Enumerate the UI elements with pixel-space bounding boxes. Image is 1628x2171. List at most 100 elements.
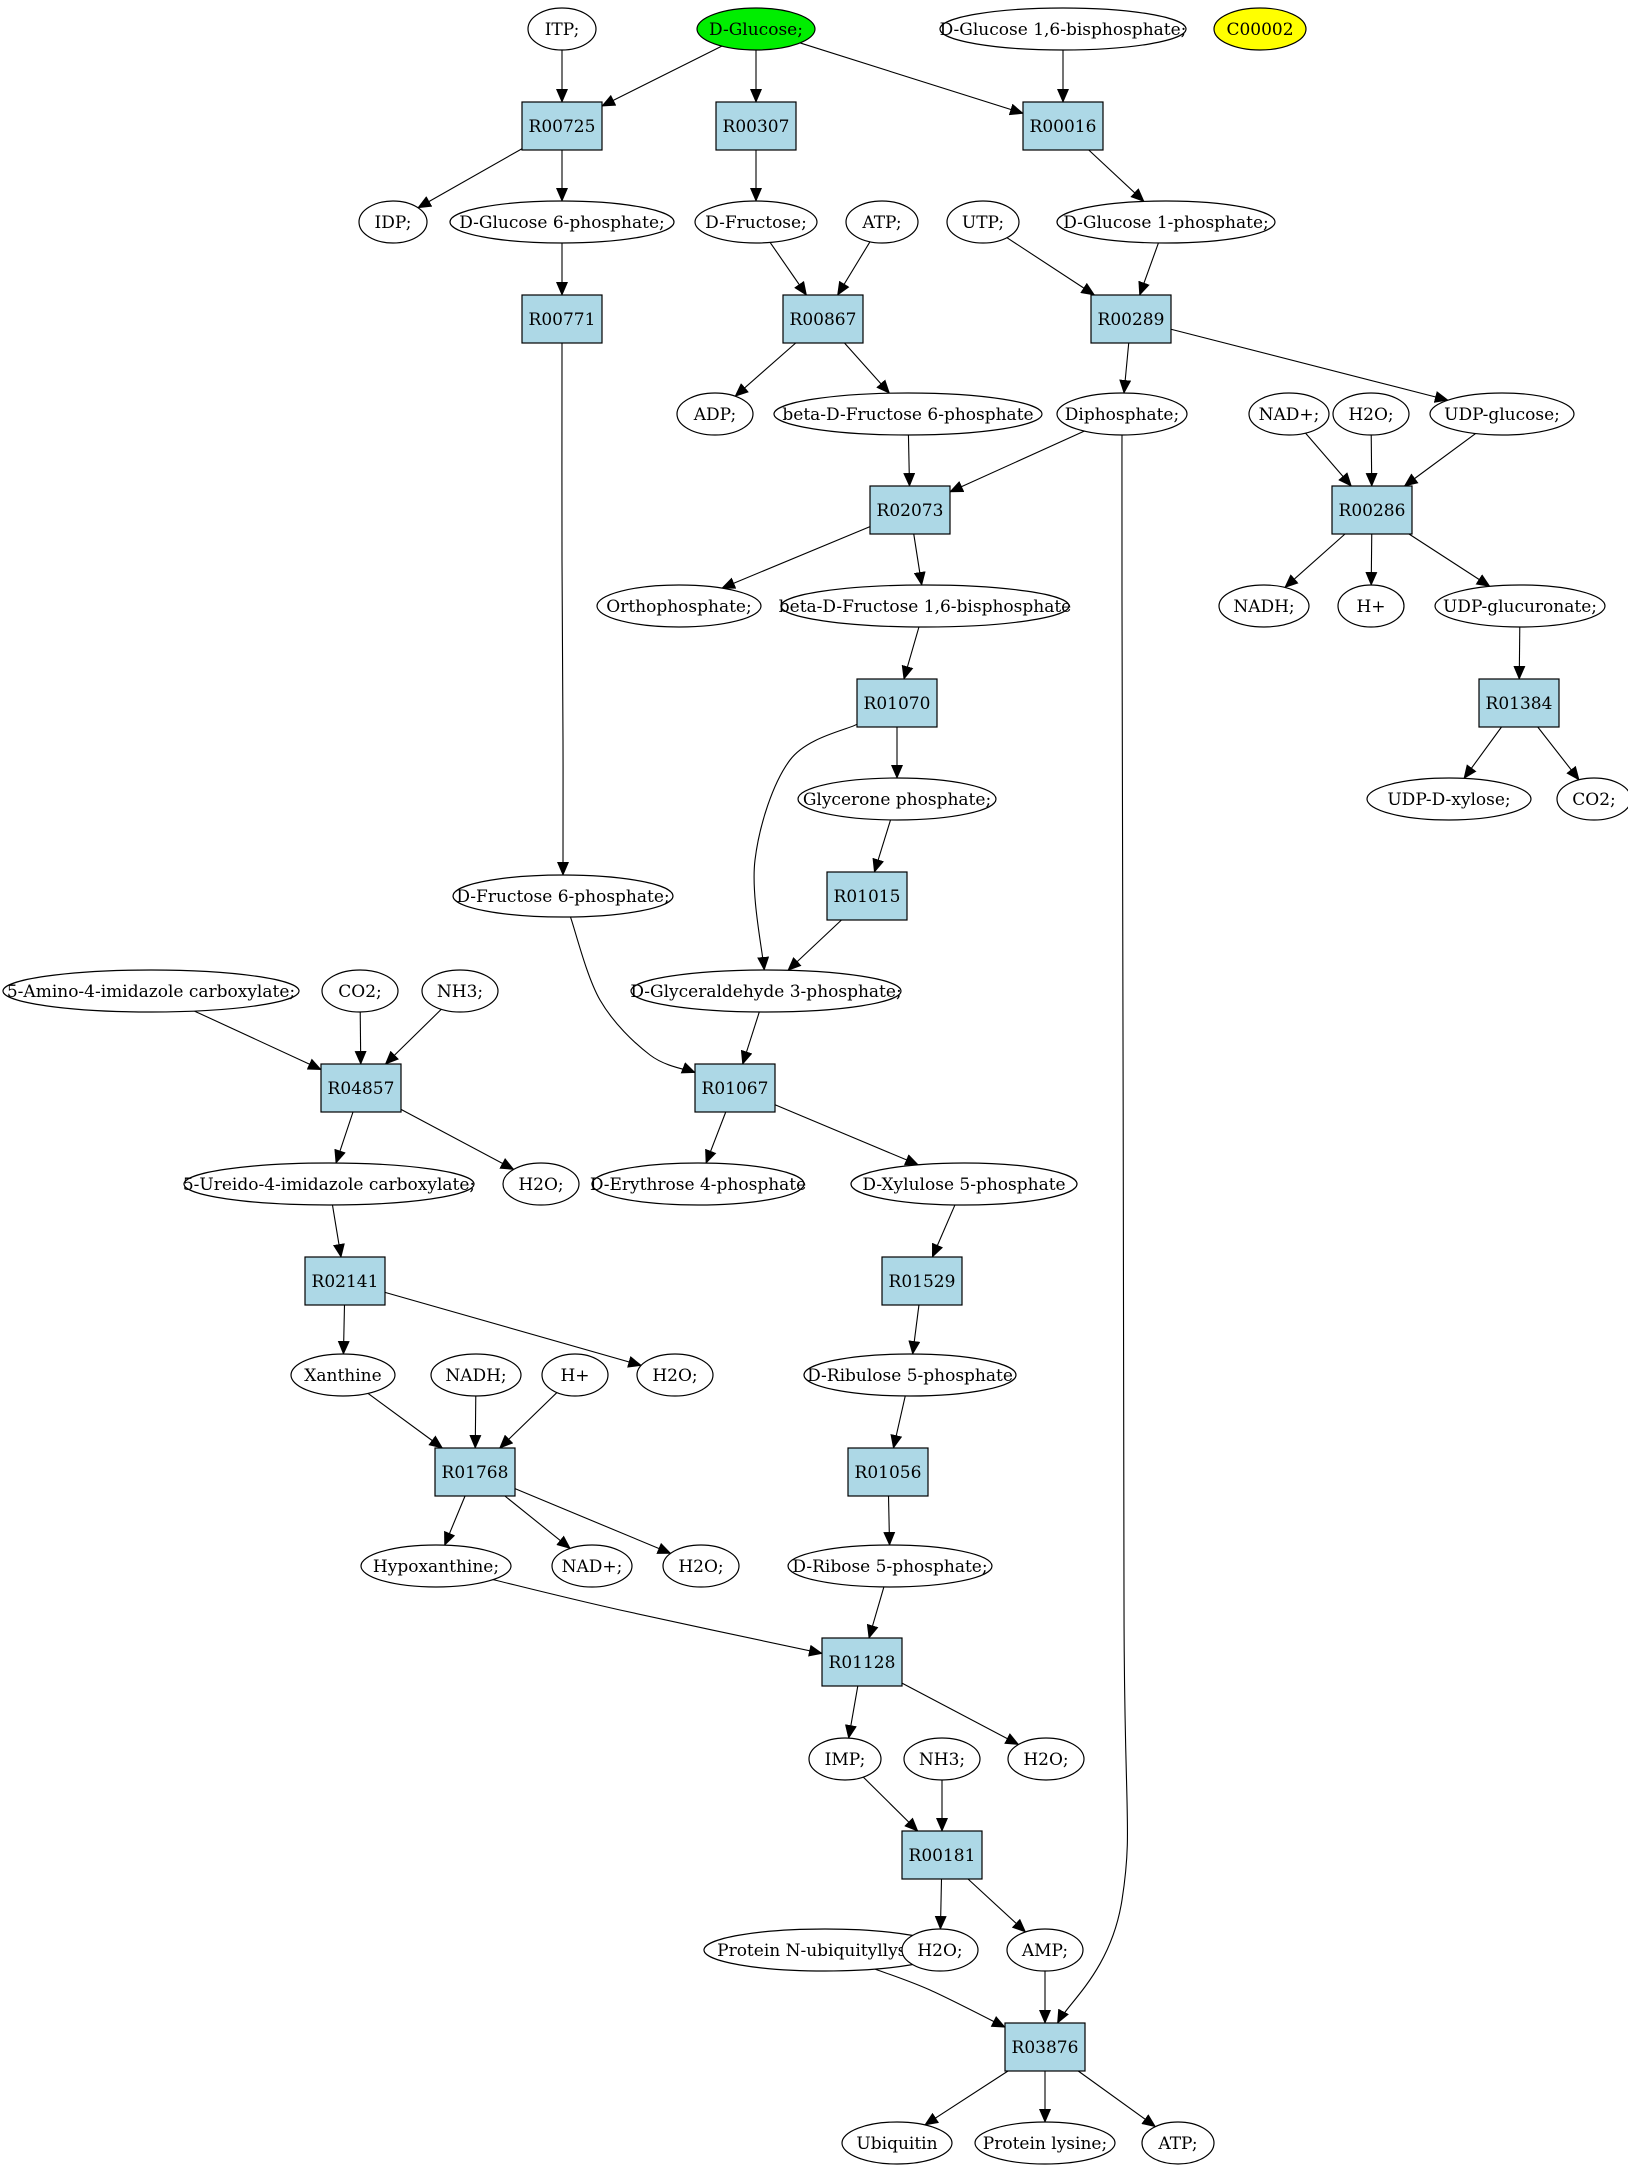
compound-node-xu5p[interactable]: D-Xylulose 5-phosphate (850, 1162, 1078, 1206)
compound-node-uic[interactable]: 5-Ureido-4-imidazole carboxylate; (183, 1162, 475, 1206)
compound-node-fru[interactable]: D-Fructose; (694, 200, 818, 244)
compound-ellipse (901, 1928, 979, 1972)
compound-node-e4p[interactable]: D-Erythrose 4-phosphate (590, 1162, 806, 1206)
compound-ellipse (452, 874, 674, 918)
compound-node-h2o1[interactable]: H2O; (1332, 392, 1410, 436)
reaction-node-r01067[interactable]: R01067 (694, 1063, 776, 1113)
edge-atp1-to-r00867 (837, 241, 871, 296)
compound-node-atp2[interactable]: ATP; (1141, 2121, 1215, 2165)
compound-node-nad2[interactable]: NAD+; (551, 1544, 633, 1588)
reaction-node-r00307[interactable]: R00307 (715, 101, 797, 151)
edge-group (400, 1108, 515, 1170)
reaction-node-r00289[interactable]: R00289 (1090, 294, 1172, 344)
reaction-node-r00867[interactable]: R00867 (782, 294, 864, 344)
edge-group (1463, 726, 1502, 780)
compound-node-pnub[interactable]: Protein N-ubiquityllysine (703, 1928, 947, 1972)
reaction-node-r02073[interactable]: R02073 (869, 485, 951, 535)
compound-node-nh3a[interactable]: NH3; (421, 969, 499, 1013)
edge-r00286-to-udpgla (1408, 533, 1491, 587)
reaction-node-r01056[interactable]: R01056 (847, 1447, 929, 1497)
compound-ellipse (360, 1544, 512, 1588)
compound-node-ru5p[interactable]: D-Ribulose 5-phosphate (803, 1353, 1017, 1397)
edge-group (1138, 242, 1159, 296)
reaction-node-r01384[interactable]: R01384 (1478, 678, 1560, 728)
reaction-node-r01529[interactable]: R01529 (881, 1256, 963, 1306)
compound-node-h2[interactable]: H+ (541, 1353, 609, 1397)
reaction-box (1090, 294, 1172, 344)
compound-node-atp1[interactable]: ATP; (845, 200, 919, 244)
compound-node-udpx[interactable]: UDP-D-xylose; (1366, 777, 1532, 821)
compound-node-xan[interactable]: Xanthine (290, 1353, 396, 1397)
edge-group (874, 1968, 1006, 2028)
compound-node-h2o5[interactable]: H2O; (1007, 1737, 1085, 1781)
edge-r01768-to-nad2 (504, 1495, 571, 1550)
node-layer: ITP; D-Glucose; D-Glucose 1,6-bisphosphate… (2, 7, 1628, 2165)
compound-node-nad1[interactable]: NAD+; (1248, 392, 1330, 436)
compound-node-aic[interactable]: 5-Amino-4-imidazole carboxylate; (2, 969, 300, 1013)
compound-node-adp[interactable]: ADP; (676, 392, 754, 436)
edge-r01128-to-imp (844, 1685, 859, 1740)
compound-node-itp1[interactable]: ITP; (527, 7, 597, 51)
compound-node-udpgla[interactable]: UDP-glucuronate; (1434, 584, 1606, 628)
compound-node-co2a[interactable]: CO2; (321, 969, 399, 1013)
compound-node-pi[interactable]: Orthophosphate; (596, 584, 762, 628)
reaction-node-r00181[interactable]: R00181 (901, 1830, 983, 1880)
compound-node-hx[interactable]: Hypoxanthine; (360, 1544, 512, 1588)
edge-r00867-to-bf6p (844, 342, 891, 394)
compound-node-ubq[interactable]: Ubiquitin (841, 2121, 953, 2165)
compound-node-idp[interactable]: IDP; (358, 200, 428, 244)
compound-node-bf6p[interactable]: beta-D-Fructose 6-phosphate (773, 392, 1043, 436)
node-label: Hypoxanthine; (373, 1557, 499, 1577)
compound-ellipse (939, 7, 1187, 51)
reaction-node-r03876[interactable]: R03876 (1004, 2022, 1086, 2072)
compound-node-ga3p[interactable]: D-Glyceraldehyde 3-phosphate; (630, 969, 902, 1013)
compound-node-r5p[interactable]: D-Ribose 5-phosphate; (787, 1544, 993, 1588)
reaction-node-r01015[interactable]: R01015 (826, 871, 908, 921)
compound-node-h2o4[interactable]: H2O; (662, 1544, 740, 1588)
compound-node-g16bp[interactable]: D-Glucose 1,6-bisphosphate; (939, 7, 1187, 51)
edge-group (337, 1304, 350, 1355)
compound-node-h1[interactable]: H+ (1337, 584, 1405, 628)
compound-node-bfbp[interactable]: beta-D-Fructose 1,6-bisphosphate (779, 584, 1071, 628)
compound-node-c00002[interactable]: C00002 (1213, 7, 1307, 51)
compound-ellipse (808, 1737, 882, 1781)
compound-node-gnp[interactable]: Glycerone phosphate; (797, 777, 997, 821)
reaction-box (304, 1256, 386, 1306)
reaction-node-r00016[interactable]: R00016 (1022, 101, 1104, 151)
reaction-node-r01768[interactable]: R01768 (434, 1447, 516, 1497)
compound-node-g1p[interactable]: D-Glucose 1-phosphate; (1056, 200, 1276, 244)
compound-node-amp[interactable]: AMP; (1006, 1928, 1084, 1972)
compound-node-nadh2[interactable]: NADH; (430, 1353, 522, 1397)
compound-node-ppi[interactable]: Diphosphate; (1056, 392, 1188, 436)
edge-h2o1-to-r00286 (1365, 434, 1378, 487)
compound-node-udpg[interactable]: UDP-glucose; (1429, 392, 1575, 436)
node-label: ADP; (693, 405, 736, 425)
node-label: D-Glucose 6-phosphate; (459, 213, 665, 233)
reaction-node-r01128[interactable]: R01128 (821, 1637, 903, 1687)
compound-node-plys[interactable]: Protein lysine; (974, 2121, 1116, 2165)
reaction-node-r01070[interactable]: R01070 (856, 678, 938, 728)
compound-ellipse (1056, 200, 1276, 244)
reaction-node-r00286[interactable]: R00286 (1331, 485, 1413, 535)
compound-node-glc[interactable]: D-Glucose; (696, 7, 816, 51)
compound-ellipse (903, 1737, 981, 1781)
edge-group (1365, 533, 1378, 586)
reaction-node-r00725[interactable]: R00725 (521, 101, 603, 151)
reaction-node-r04857[interactable]: R04857 (320, 1063, 402, 1113)
compound-node-h2o2[interactable]: H2O; (502, 1162, 580, 1206)
compound-node-co2b[interactable]: CO2; (1556, 777, 1628, 821)
edge-r01015-to-ga3p (787, 919, 842, 971)
compound-node-utp[interactable]: UTP; (946, 200, 1020, 244)
compound-node-imp[interactable]: IMP; (808, 1737, 882, 1781)
compound-node-f6p[interactable]: D-Fructose 6-phosphate; (452, 874, 674, 918)
node-label: Ubiquitin (856, 2134, 937, 2154)
reaction-node-r00771[interactable]: R00771 (521, 294, 603, 344)
compound-node-h2o6[interactable]: H2O; (901, 1928, 979, 1972)
compound-node-h2o3[interactable]: H2O; (636, 1353, 714, 1397)
edge-group (862, 1776, 919, 1832)
reaction-node-r02141[interactable]: R02141 (304, 1256, 386, 1306)
compound-node-g6p[interactable]: D-Glucose 6-phosphate; (449, 200, 675, 244)
compound-node-nadh1[interactable]: NADH; (1218, 584, 1310, 628)
compound-node-nh3b[interactable]: NH3; (903, 1737, 981, 1781)
node-label: NH3; (919, 1750, 965, 1770)
